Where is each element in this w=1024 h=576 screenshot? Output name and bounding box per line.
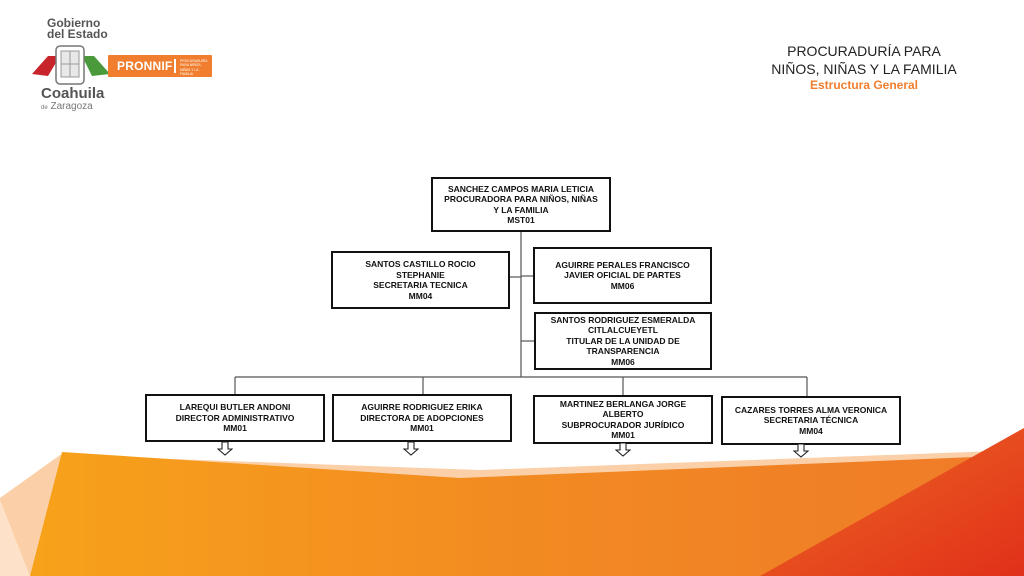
page-subtitle: Estructura General <box>809 78 919 92</box>
org-box-line: TITULAR DE LA UNIDAD DE <box>566 335 680 346</box>
pronnif-divider <box>174 59 180 73</box>
org-box-santos-castillo: SANTOS CASTILLO ROCIO STEPHANIE SECRETAR… <box>331 251 510 309</box>
logo-zaragoza: Zaragoza <box>50 101 93 112</box>
pronnif-logo: PRONNIF PROCURADURÍA PARA NIÑOS, NIÑAS Y… <box>108 55 212 77</box>
logo-de: de <box>41 105 48 111</box>
org-box-aguirre-perales: AGUIRRE PERALES FRANCISCO JAVIER OFICIAL… <box>533 247 712 304</box>
ribbon-orange <box>30 452 1024 576</box>
org-box-larequi: LAREQUI BUTLER ANDONI DIRECTOR ADMINISTR… <box>145 394 325 442</box>
org-box-aguirre-rodriguez: AGUIRRE RODRIGUEZ ERIKA DIRECTORA DE ADO… <box>332 394 512 442</box>
org-box-line: CAZARES TORRES ALMA VERONICA <box>734 404 888 415</box>
page-title-block: PROCURADURÍA PARA NIÑOS, NIÑAS Y LA FAMI… <box>734 42 994 93</box>
org-box-line: MM06 <box>611 356 635 367</box>
org-box-line: MM06 <box>610 280 635 291</box>
org-box-line: JAVIER OFICIAL DE PARTES <box>564 270 681 281</box>
down-arrow-icon[interactable] <box>403 442 419 456</box>
logo-del-estado: del Estado <box>47 27 108 41</box>
org-box-line: MM01 <box>410 423 434 434</box>
org-box-line: LAREQUI BUTLER ANDONI <box>179 402 291 413</box>
org-box-line: SECRETARIA TECNICA <box>373 280 468 290</box>
org-box-line: MM04 <box>799 425 823 436</box>
org-box-santos-rodriguez: SANTOS RODRIGUEZ ESMERALDA CITLALCUEYETL… <box>534 312 712 370</box>
org-box-line: PROCURADORA PARA NIÑOS, NIÑAS <box>444 194 598 204</box>
org-box-line: TRANSPARENCIA <box>586 346 660 357</box>
page-title-line2: NIÑOS, NIÑAS Y LA FAMILIA <box>771 61 957 77</box>
org-box-line: MM01 <box>223 423 247 434</box>
org-box-line: AGUIRRE PERALES FRANCISCO <box>555 259 690 270</box>
down-arrow-icon[interactable] <box>793 444 809 458</box>
org-box-line: MM04 <box>408 290 433 301</box>
org-box-line: AGUIRRE RODRIGUEZ ERIKA <box>361 402 483 413</box>
org-box-sanchez-campos: SANCHEZ CAMPOS MARIA LETICIA PROCURADORA… <box>431 177 611 232</box>
org-box-cazares: CAZARES TORRES ALMA VERONICA SECRETARIA … <box>721 396 901 445</box>
org-box-line: MARTINEZ BERLANGA JORGE <box>559 398 687 409</box>
logo-zaragoza-line: de Zaragoza <box>41 101 93 112</box>
down-arrow-icon[interactable] <box>615 443 631 457</box>
org-box-line: STEPHANIE <box>396 269 445 280</box>
org-box-line: CITLALCUEYETL <box>588 325 658 336</box>
logo-gobierno: Gobierno <box>47 16 101 30</box>
org-box-line: SANTOS RODRIGUEZ ESMERALDA <box>550 314 696 325</box>
org-box-line: ALBERTO <box>602 409 644 419</box>
ribbon-red <box>760 428 1024 576</box>
logo-coahuila: Coahuila <box>41 85 105 102</box>
org-box-line: MM01 <box>611 430 635 440</box>
ribbon-white-cut <box>0 500 30 576</box>
coahuila-crest-icon <box>32 45 110 85</box>
gobierno-text: Gobierno del Estado <box>47 16 108 41</box>
org-box-martinez-berlanga: MARTINEZ BERLANGA JORGE ALBERTO SUBPROCU… <box>533 395 713 444</box>
page-title-line1: PROCURADURÍA PARA <box>787 43 941 59</box>
org-box-line: Y LA FAMILIA <box>493 204 549 215</box>
pronnif-tagline: PROCURADURÍA PARA NIÑOS, NIÑAS Y LA FAMI… <box>180 59 208 77</box>
org-box-line: DIRECTORA DE ADOPCIONES <box>360 412 484 423</box>
down-arrow-icon[interactable] <box>217 442 233 456</box>
org-box-line: SANCHEZ CAMPOS MARIA LETICIA <box>447 183 595 194</box>
org-box-line: SUBPROCURADOR JURÍDICO <box>561 419 685 430</box>
org-box-line: DIRECTOR ADMINISTRATIVO <box>175 412 295 423</box>
pronnif-name: PRONNIF <box>117 59 173 73</box>
org-box-line: SANTOS CASTILLO ROCIO <box>365 259 476 269</box>
org-box-line: SECRETARIA TÉCNICA <box>763 415 859 426</box>
org-box-line: MST01 <box>507 215 535 225</box>
